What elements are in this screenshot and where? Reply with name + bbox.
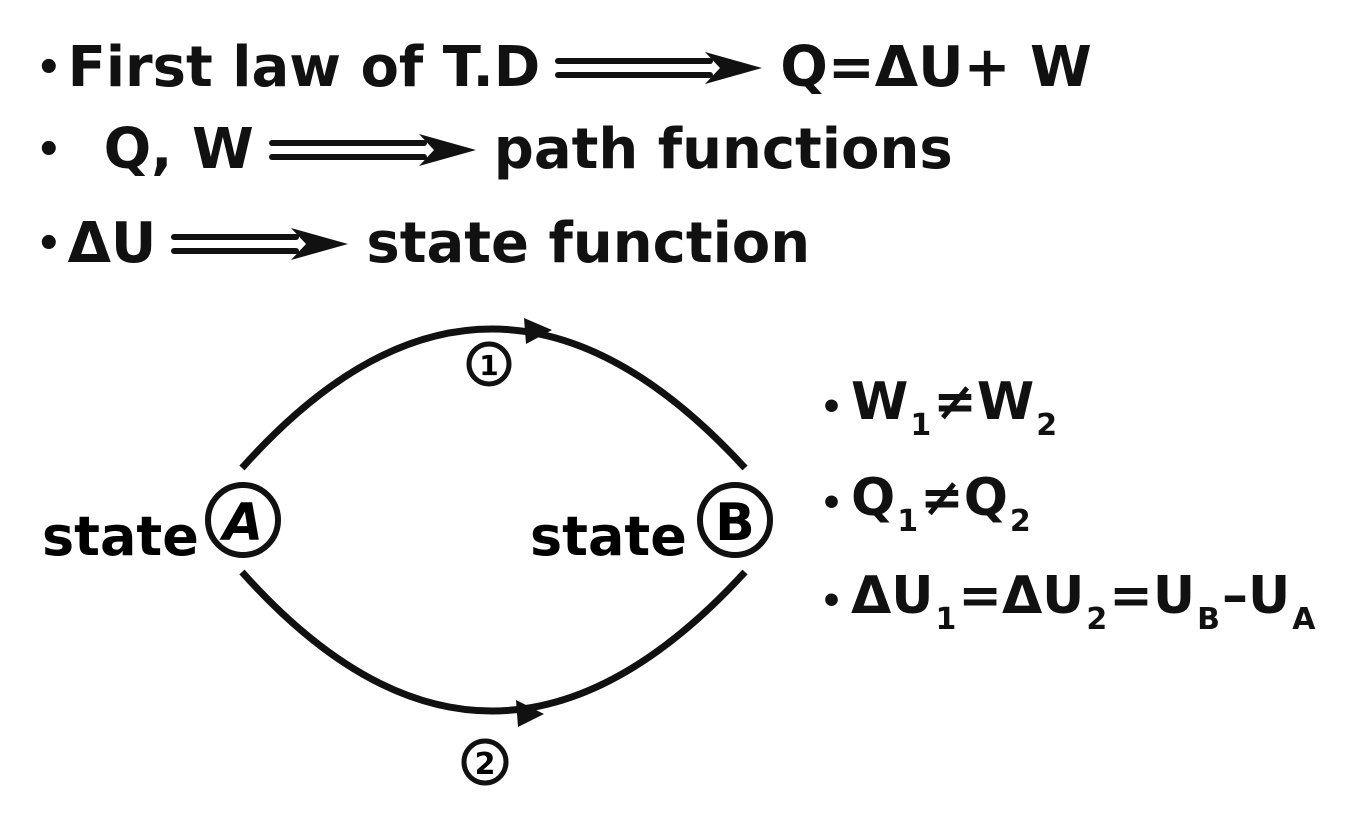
equals-symbol: = [958,566,1002,626]
ua-symbol: U [1247,566,1291,626]
bullet: • [820,581,844,622]
q1-symbol: Q [851,468,896,528]
w1-symbol: W [851,372,909,432]
path-2-marker [461,738,509,786]
first-law-equation: Q=ΔU+ W [780,35,1092,100]
minus-symbol: – [1221,566,1248,626]
delta-u2-subscript: 2 [1086,602,1108,637]
bullet: • [820,483,844,524]
double-arrow-icon [555,52,763,84]
q2-subscript: 2 [1009,504,1031,539]
path-1-label: 1 [479,349,498,382]
path-1-marker [466,341,512,387]
bullet: • [36,127,62,173]
state-b-label: B [715,493,755,553]
not-equal-symbol: ≠ [933,372,977,432]
state-a-node [205,482,281,558]
w2-symbol: W [976,372,1035,432]
state-function-line: • ΔU state function [36,216,810,272]
ub-symbol: U [1152,566,1196,626]
state-b-word: state [530,505,687,568]
state-a-word: state [42,505,199,568]
first-law-line: • First law of T.D Q=ΔU+ W [36,40,1092,96]
path-functions-line: • Q, W path functions [36,122,953,178]
path-1-arrowhead-icon [524,318,552,344]
state-a-label: A [219,493,263,553]
bullet: • [36,221,62,267]
path-2-curve [239,569,748,715]
delta-u-label: ΔU [67,211,157,276]
w2-subscript: 2 [1036,408,1058,443]
ub-subscript: B [1197,602,1220,637]
not-equal-symbol: ≠ [920,468,964,528]
state-b-node [697,482,773,558]
delta-u2-symbol: ΔU [1001,566,1085,626]
path-functions-label: path functions [493,117,953,182]
state-function-label: state function [366,211,811,276]
delta-u1-subscript: 1 [935,602,957,637]
double-arrow-icon [171,228,349,260]
first-law-label: First law of T.D [67,35,541,100]
bullet: • [820,387,844,428]
q-w-label: Q, W [103,117,254,182]
equals-symbol: = [1109,566,1153,626]
bullet: • [36,45,62,91]
q2-symbol: Q [963,468,1008,528]
w1-subscript: 1 [910,408,932,443]
path-2-label: 2 [475,747,496,782]
path-2-arrowhead-icon [516,700,544,727]
ua-subscript: A [1292,602,1316,637]
double-arrow-icon [268,134,476,166]
q1-subscript: 1 [897,504,919,539]
path-1-curve [239,325,748,471]
delta-u1-symbol: ΔU [851,566,934,626]
